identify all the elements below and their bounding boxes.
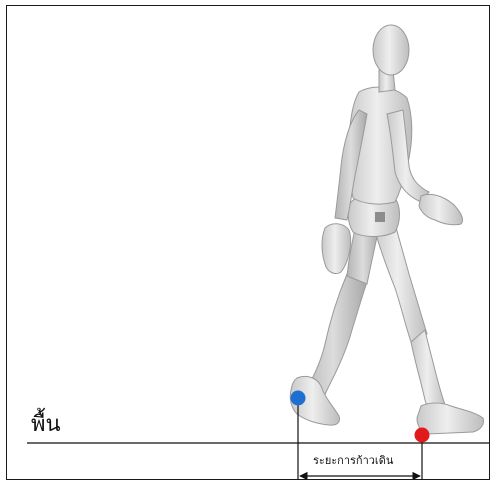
heel-marker-blue	[291, 391, 306, 406]
walking-scene	[7, 6, 490, 480]
heel-marker-red	[415, 428, 430, 443]
stride-length-label: ระยะการก้าวเดิน	[313, 455, 393, 466]
diagram-frame: พื้น ระยะการก้าวเดิน	[6, 5, 490, 480]
walking-mannequin-figure	[290, 25, 483, 434]
ground-label: พื้น	[31, 414, 61, 436]
